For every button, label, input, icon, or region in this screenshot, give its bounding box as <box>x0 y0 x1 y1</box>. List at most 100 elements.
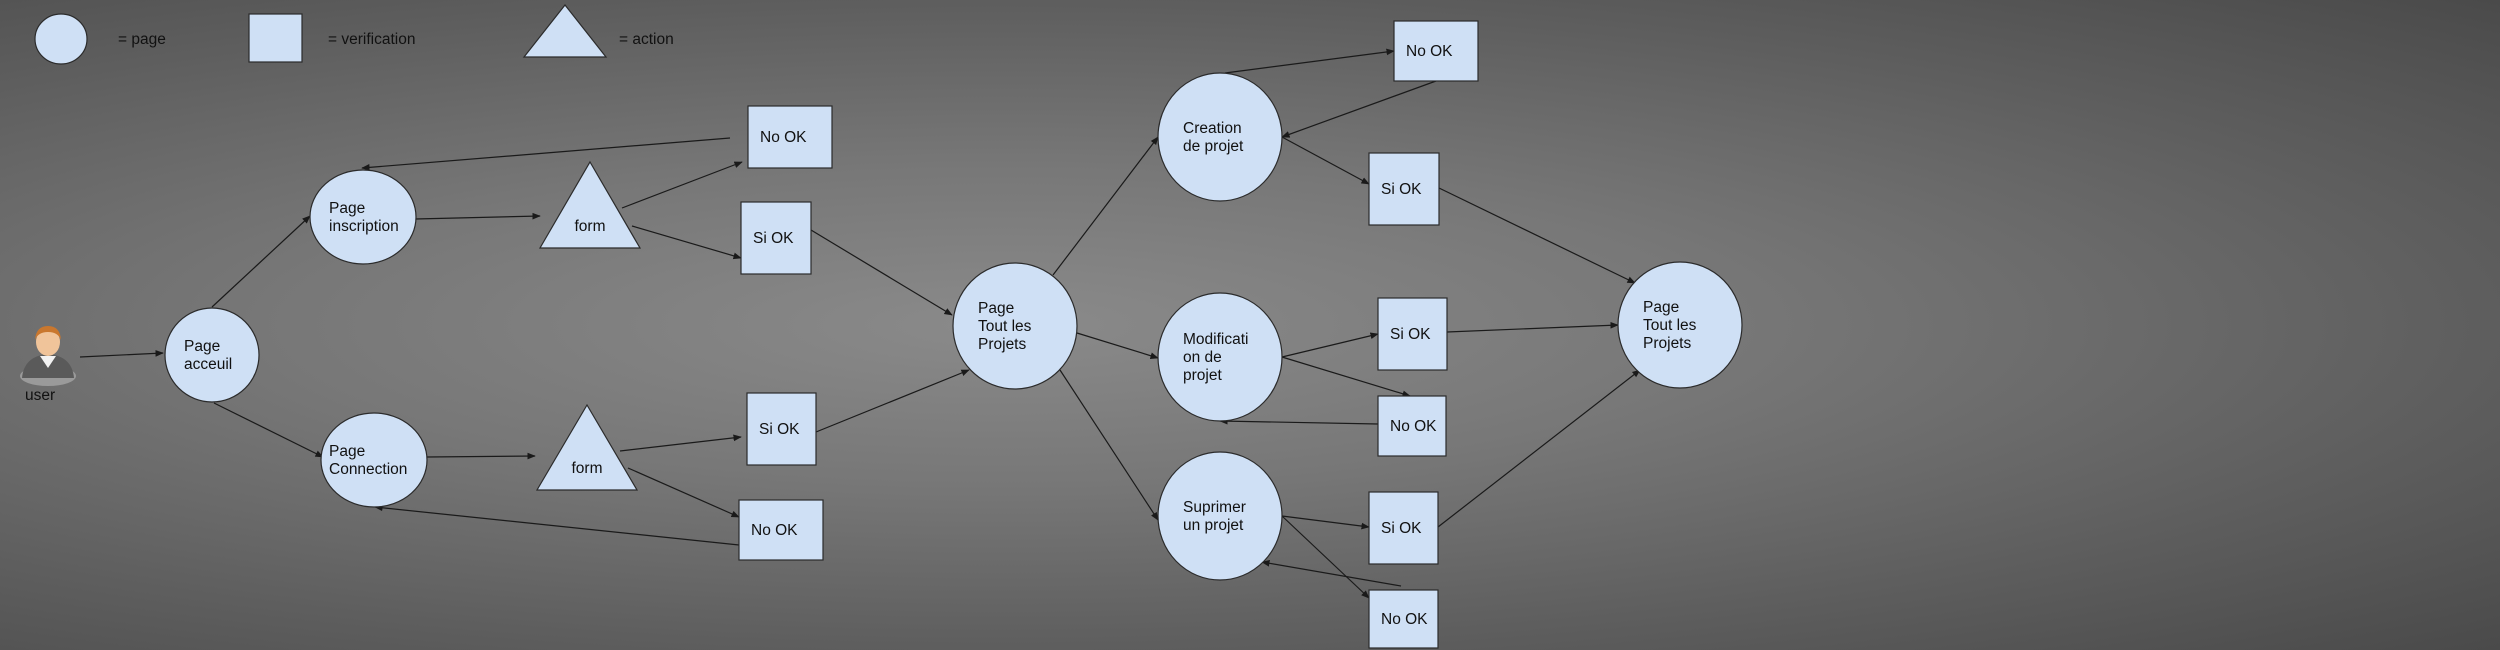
legend-triangle-shape <box>522 4 608 58</box>
node-siok4[interactable]: Si OK <box>1377 297 1448 371</box>
edge-accueil-to-connection <box>213 402 324 458</box>
node-tous1-label-2: Projets <box>978 336 1026 353</box>
edge-modif-to-nook4 <box>1281 356 1411 398</box>
node-siok4-label-0: Si OK <box>1390 326 1431 343</box>
edges <box>79 48 1641 599</box>
node-suppr-circle <box>1157 451 1283 581</box>
node-nook3-label-0: No OK <box>1406 43 1453 60</box>
nodes: PageacceuilPageinscriptionPageConnection… <box>164 20 1743 649</box>
node-siok4-square <box>1377 297 1448 371</box>
edge-modif-to-siok4 <box>1281 332 1379 358</box>
node-nook5-label-0: No OK <box>1381 611 1428 628</box>
node-siok5[interactable]: Si OK <box>1368 491 1439 565</box>
node-siok2[interactable]: Si OK <box>746 392 817 466</box>
edge-siok1-to-tous1 <box>810 229 953 316</box>
node-suppr-label-1: un projet <box>1183 517 1244 534</box>
node-siok2-square <box>746 392 817 466</box>
edge-form1-to-nook1 <box>621 161 743 209</box>
node-modif-circle <box>1157 292 1283 422</box>
legend-page: = page <box>34 13 166 65</box>
node-inscription-circle <box>309 169 417 265</box>
legend-verification-label: = verification <box>328 31 415 48</box>
node-siok5-label-0: Si OK <box>1381 520 1422 537</box>
node-tous2-label-2: Projets <box>1643 335 1691 352</box>
node-tous1-label-1: Tout les <box>978 318 1032 335</box>
node-siok1-square <box>740 201 812 275</box>
node-form1-label-0: form <box>575 218 606 235</box>
edge-form1-to-siok1 <box>631 225 742 260</box>
node-siok3-label-0: Si OK <box>1381 181 1422 198</box>
node-creation-label-0: Creation <box>1183 120 1242 137</box>
edge-creation-to-nook3 <box>1224 48 1395 74</box>
edge-siok5-to-tous2 <box>1437 369 1641 528</box>
node-connection-label-1: Connection <box>329 461 407 478</box>
node-accueil-label-0: Page <box>184 338 220 355</box>
node-nook3[interactable]: No OK <box>1393 20 1479 82</box>
node-tous2-label-1: Tout les <box>1643 317 1697 334</box>
edge-siok4-to-tous2 <box>1446 321 1619 333</box>
node-accueil-label-1: acceuil <box>184 356 232 373</box>
node-nook1-square <box>747 105 833 169</box>
node-connection-label-0: Page <box>329 443 365 460</box>
edge-connection-to-form2 <box>426 452 536 460</box>
node-siok2-label-0: Si OK <box>759 421 800 438</box>
user-actor[interactable]: user <box>20 326 76 404</box>
node-nook1[interactable]: No OK <box>747 105 833 169</box>
node-modif-label-1: on de <box>1183 349 1222 366</box>
user-label: user <box>25 387 55 404</box>
node-nook4[interactable]: No OK <box>1377 395 1447 457</box>
legend: = page = verification = action <box>34 4 674 65</box>
edge-tous1-to-modif <box>1076 332 1159 359</box>
node-form2[interactable]: form <box>535 403 639 491</box>
node-siok5-square <box>1368 491 1439 565</box>
node-suppr-label-0: Suprimer <box>1183 499 1246 516</box>
user-icon <box>20 326 76 386</box>
edge-suppr-to-siok5 <box>1281 515 1370 530</box>
node-creation-label-1: de projet <box>1183 138 1244 155</box>
node-form1[interactable]: form <box>538 160 642 249</box>
edge-creation-to-siok3 <box>1281 136 1370 185</box>
node-siok1-label-0: Si OK <box>753 230 794 247</box>
node-form2-triangle <box>535 403 639 491</box>
node-form2-label-0: form <box>572 460 603 477</box>
node-siok1[interactable]: Si OK <box>740 201 812 275</box>
node-nook3-square <box>1393 20 1479 82</box>
node-nook2-label-0: No OK <box>751 522 798 539</box>
node-nook5-square <box>1368 589 1439 649</box>
edge-accueil-to-inscription <box>211 215 311 308</box>
edge-inscription-to-form1 <box>414 212 541 220</box>
node-creation-circle <box>1157 72 1283 202</box>
edge-nook3-to-creation <box>1281 80 1437 138</box>
legend-action: = action <box>522 4 674 58</box>
edge-nook4-to-modif <box>1219 417 1379 425</box>
node-nook5[interactable]: No OK <box>1368 589 1439 649</box>
legend-circle-shape <box>34 13 88 65</box>
node-inscription-label-0: Page <box>329 200 365 217</box>
legend-square-shape <box>248 13 303 63</box>
node-tous1-label-0: Page <box>978 300 1014 317</box>
edge-form2-to-siok2 <box>619 434 742 452</box>
edge-suppr-to-nook5 <box>1281 515 1370 599</box>
node-nook2[interactable]: No OK <box>738 499 824 561</box>
edge-siok3-to-tous2 <box>1438 187 1636 284</box>
legend-page-label: = page <box>118 31 166 48</box>
edge-tous1-to-suppr <box>1059 369 1159 521</box>
node-siok3-square <box>1368 152 1440 226</box>
node-siok3[interactable]: Si OK <box>1368 152 1440 226</box>
node-nook4-square <box>1377 395 1447 457</box>
node-modif-label-0: Modificati <box>1183 331 1248 348</box>
node-tous1-circle <box>952 262 1078 390</box>
node-nook1-label-0: No OK <box>760 129 807 146</box>
node-inscription-label-1: inscription <box>329 218 399 235</box>
edge-user-to-accueil <box>79 350 164 358</box>
legend-verification: = verification <box>248 13 415 63</box>
